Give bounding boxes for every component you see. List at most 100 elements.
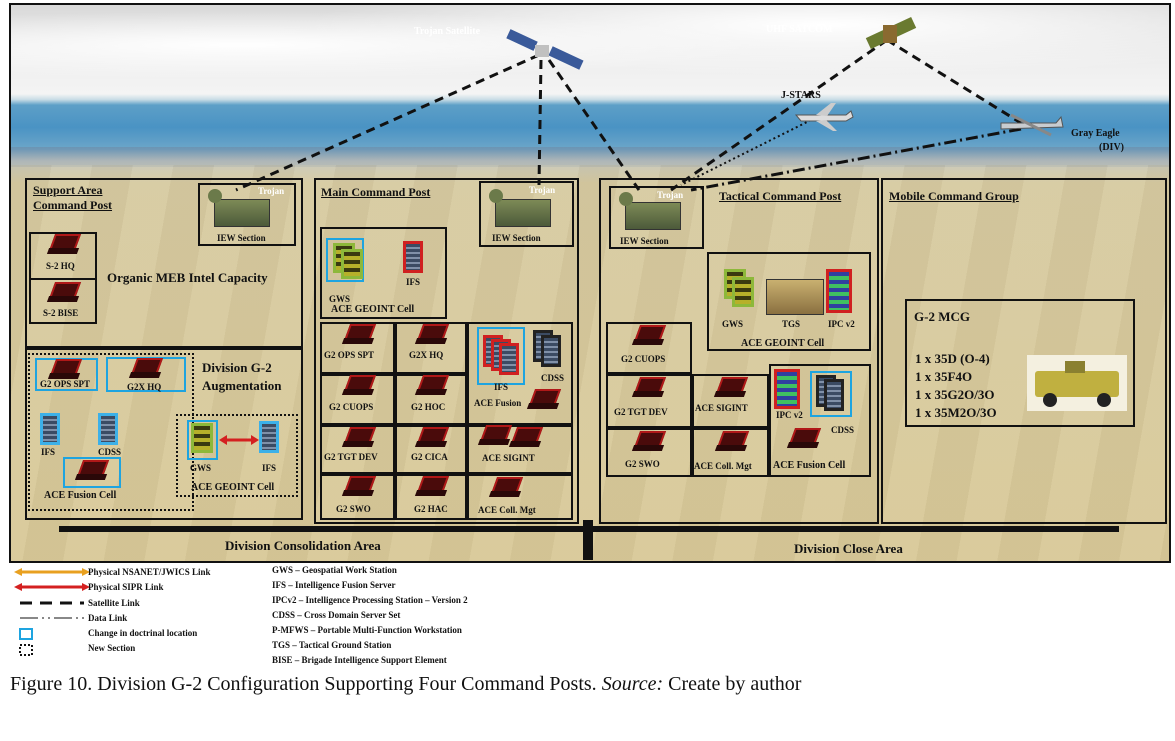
tactical-fusion-laptop [786,428,822,450]
main-cell-2 [395,322,467,374]
tactical-trojan-vehicle-icon [625,202,681,230]
tgs-vehicle-icon [766,279,824,315]
s2hq-laptop-icon [46,234,82,256]
uhf-satcom-label: UHF SATCOM [766,24,833,35]
data-link-grayeagle [690,127,1022,192]
main-cell-8 [395,474,467,520]
mcg-line-1: 1 x 35D (O-4) [915,351,990,366]
support-area-cp-box [25,178,303,348]
tactical-dish-icon [619,192,633,206]
diagram-figure: Trojan Satellite UHF SATCOM J-STARS Gray… [9,3,1171,563]
main-laptop-6 [414,427,450,449]
figure-caption: Figure 10. Division G-2 Configuration Su… [10,672,1160,697]
main-trojan-vehicle-icon [495,199,551,227]
uhf-satcom-icon [865,16,917,50]
g2swo-label: G2 SWO [625,459,660,469]
main-ace-fusion-label: ACE Fusion [474,398,522,408]
main-laptop-3 [341,375,377,397]
humvee-wheel-icon [1043,393,1057,407]
legend-data: Data Link [88,613,128,623]
caption-main: Figure 10. Division G-2 Configuration Su… [10,673,602,695]
support-iew-label: IEW Section [217,233,266,243]
main-cell-label-4: G2 HOC [411,402,446,412]
data-link-jstars [680,119,812,186]
main-fusion-cdss-label: CDSS [541,373,565,383]
main-gws-label: GWS [329,294,351,304]
main-cell-label-1: G2 OPS SPT [324,350,375,360]
main-ifs-label: IFS [406,277,421,287]
main-fusion-laptop [526,389,562,411]
main-ace-sigint-label: ACE SIGINT [482,453,535,463]
mobile-cg-box [881,178,1167,524]
main-cell-1 [320,322,395,374]
main-fusion-box [467,322,573,425]
trojan-vehicle-icon [214,199,270,227]
jstars-label: J-STARS [781,90,821,101]
tactical-coll-laptop [714,431,750,453]
mcg-line-4: 1 x 35M2O/3O [915,405,997,420]
close-area-label: Division Close Area [794,541,903,556]
main-cell-label-5: G2 TGT DEV [324,452,378,462]
sat-link-main [537,59,543,186]
main-ace-coll-label: ACE Coll. Mgt [478,505,536,515]
tactical-ipcv2-label: IPC v2 [828,319,855,329]
main-cp-title: Main Command Post [321,185,431,199]
aug-title-1: Division G-2 [202,360,272,375]
fusion-laptop-icon [74,460,110,482]
mcg-line-2: 1 x 35F4O [915,369,973,384]
legend-ifs: IFS – Intelligence Fusion Server [272,580,396,590]
main-coll-box [467,474,573,520]
main-laptop-2 [414,324,450,346]
uhf-link-grayeagle [886,38,1022,125]
main-dish-icon [489,189,503,203]
g2tgtdev-laptop [631,377,667,399]
g2-mcg-box [905,299,1135,427]
main-trojan-box [479,181,574,247]
main-cp-box [314,178,579,524]
tactical-sigint-laptop [713,377,749,399]
g2xhq-label: G2X HQ [127,382,162,392]
main-laptop-5 [341,427,377,449]
main-cdss-icon-2 [541,335,561,367]
fusion-change-box [63,457,121,488]
consolidation-area-label: Division Consolidation Area [225,538,381,553]
tactical-cp-title: Tactical Command Post [719,189,842,203]
s2hq-label: S-2 HQ [46,261,75,271]
g2cuops-box [606,322,692,374]
tactical-cp-box [599,178,879,524]
g2xhq-laptop-icon [128,358,164,380]
s2bise-label: S-2 BISE [43,308,79,318]
legend-tgs: TGS – Tactical Ground Station [272,640,392,650]
cdss-server-icon [98,413,118,445]
main-geoint-box [320,227,447,319]
legend-change: Change in doctrinal location [88,628,198,638]
tactical-ace-fusion-label: ACE Fusion Cell [773,460,846,471]
gws-change-box [187,420,218,460]
sat-link-support [235,53,540,192]
humvee-wheel-icon-2 [1097,393,1111,407]
main-cell-label-6: G2 CICA [411,452,448,462]
g2opsspt-label: G2 OPS SPT [40,379,91,389]
g2tgtdev-label: G2 TGT DEV [614,407,668,417]
main-laptop-4 [414,375,450,397]
legend-gws: GWS – Geospatial Work Station [272,565,397,575]
gray-eagle-sub-label: (DIV) [1099,142,1124,153]
gws-icon [191,423,213,453]
humvee-image [1027,355,1127,411]
legend-nsanet: Physical NSANET/JWICS Link [88,567,211,577]
humvee-turret-icon [1065,361,1085,373]
tactical-cdss-change-box [810,371,852,417]
jstars-aircraft-icon [794,103,854,131]
g2-augmentation-box [25,348,303,520]
new-section-box-geoint [176,414,298,497]
trojan-satellite-icon [506,29,584,70]
s2-divider [29,278,97,280]
g2swo-box [606,428,692,477]
legend-satellite: Satellite Link [88,598,140,608]
main-ace-geoint-label: ACE GEOINT Cell [331,304,415,315]
trojan-satellite-label: Trojan Satellite [414,26,481,37]
support-area-title-2: Command Post [33,198,113,212]
main-sigint-box [467,425,573,474]
g2cuops-laptop [631,325,667,347]
main-cell-label-8: G2 HAC [414,504,448,514]
